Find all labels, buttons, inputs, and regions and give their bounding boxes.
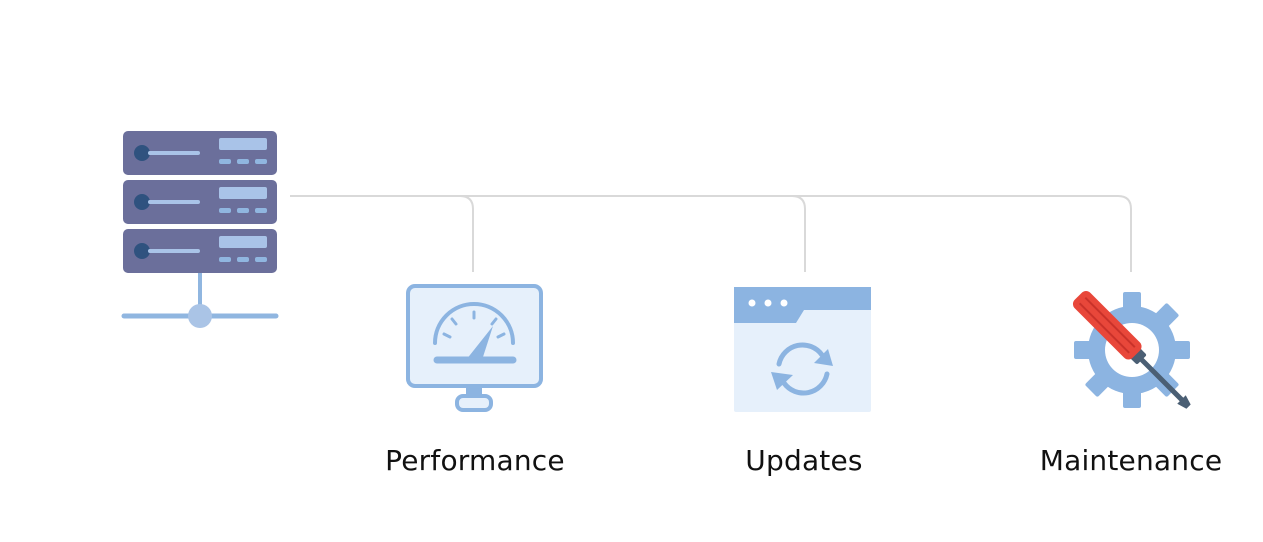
server-rack-icon: [121, 131, 279, 328]
label-maintenance: Maintenance: [1039, 444, 1223, 477]
branch-line-performance: [459, 195, 474, 272]
label-updates: Updates: [745, 444, 863, 477]
connector-lines: [290, 195, 1132, 272]
gear-screwdriver-icon: [1072, 290, 1191, 409]
trunk-line: [290, 195, 1132, 272]
speedometer-monitor-icon: [406, 284, 543, 412]
branch-line-updates: [791, 195, 806, 272]
label-performance: Performance: [385, 444, 565, 477]
browser-refresh-icon: [734, 287, 871, 412]
